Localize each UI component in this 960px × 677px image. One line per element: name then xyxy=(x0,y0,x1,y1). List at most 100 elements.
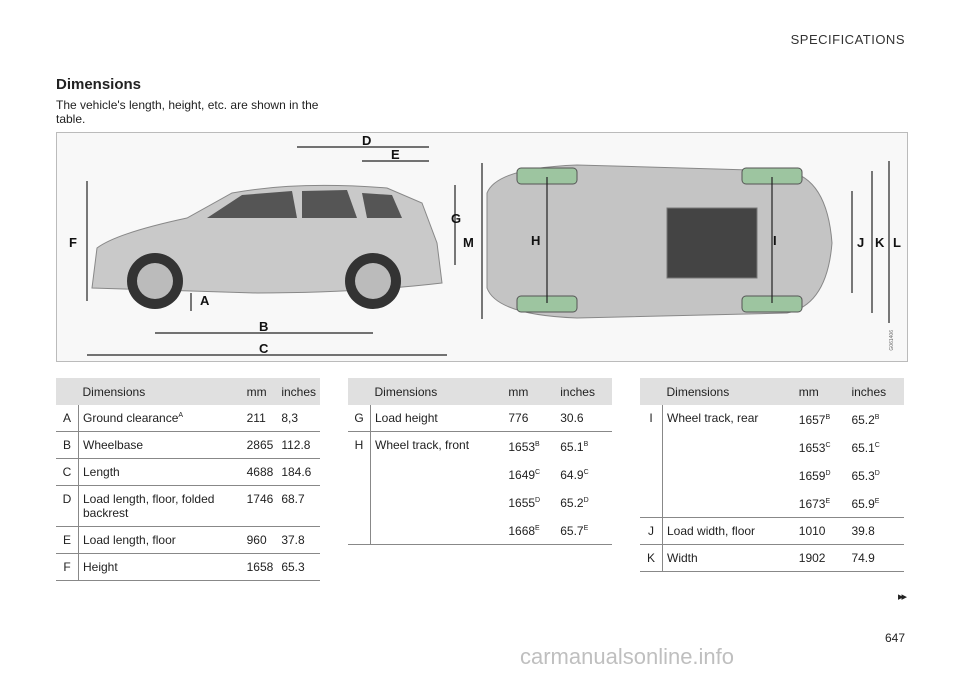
label-g: G xyxy=(451,211,461,226)
intro-text: The vehicle's length, height, etc. are s… xyxy=(56,98,319,126)
inches-value: 65.2B xyxy=(851,405,900,433)
row-name-text: Load width, floor xyxy=(667,524,756,538)
footnote-mark: D xyxy=(825,470,831,477)
row-key: K xyxy=(640,544,663,572)
mm-value: 1659D xyxy=(799,461,844,489)
footnote-mark: C xyxy=(583,469,589,476)
footnote-mark: E xyxy=(583,525,589,532)
row-mm: 211 xyxy=(242,405,278,432)
value: 1653 xyxy=(798,441,826,455)
row-name: Wheel track, front xyxy=(370,431,505,545)
label-h: H xyxy=(531,233,540,248)
row-name-text: Load length, floor, folded backrest xyxy=(83,492,215,520)
row-name: Length xyxy=(78,458,243,486)
row-mm: 1010 xyxy=(794,517,848,545)
row-name: Wheelbase xyxy=(78,431,243,459)
row-name-text: Wheel track, front xyxy=(375,438,470,452)
row-name: Wheel track, rear xyxy=(662,405,795,518)
mm-value: 1649C xyxy=(508,460,552,488)
value: 1653 xyxy=(508,440,536,454)
row-name: Load width, floor xyxy=(662,517,795,545)
row-key: D xyxy=(56,485,79,527)
row-key: E xyxy=(56,526,79,554)
label-i: I xyxy=(773,233,777,248)
label-f: F xyxy=(69,235,77,250)
footnote-mark: D xyxy=(583,497,589,504)
row-name-text: Width xyxy=(667,551,698,565)
value: 64.9 xyxy=(560,468,584,482)
row-name-text: Load height xyxy=(375,411,438,425)
value: 65.7 xyxy=(560,524,584,538)
footnote-mark: E xyxy=(825,498,831,505)
value: 65.1 xyxy=(560,440,584,454)
row-key: A xyxy=(56,405,79,432)
page-title: Dimensions xyxy=(56,76,142,93)
footnote-mark: D xyxy=(535,497,541,504)
section-header: SPECIFICATIONS xyxy=(790,32,905,47)
footnote-mark: B xyxy=(874,414,880,421)
row-inches: 39.8 xyxy=(847,517,904,545)
row-inches: 30.6 xyxy=(556,405,612,432)
col-inches: inches xyxy=(556,378,612,405)
mm-value: 1653C xyxy=(799,433,844,461)
footnote-mark: B xyxy=(825,414,831,421)
row-mm: 776 xyxy=(504,405,557,432)
row-inches: 65.3 xyxy=(277,553,320,581)
footnote-mark: B xyxy=(583,441,589,448)
mm-value: 1668E xyxy=(508,516,552,544)
col-key xyxy=(640,378,663,405)
top-view-car xyxy=(486,164,833,319)
row-name: Load length, floor, folded backrest xyxy=(78,485,243,527)
figure-code: G061406 xyxy=(889,330,895,351)
row-key: I xyxy=(640,405,663,518)
label-e: E xyxy=(391,147,400,162)
row-mm: 960 xyxy=(242,526,278,554)
row-mm: 4688 xyxy=(242,458,278,486)
row-mm: 1902 xyxy=(794,544,848,572)
label-b: B xyxy=(259,319,268,334)
row-key: B xyxy=(56,431,79,459)
row-mm: 2865 xyxy=(242,431,278,459)
row-key: G xyxy=(348,405,371,432)
footnote-mark: A xyxy=(178,412,184,419)
inches-value: 65.2D xyxy=(560,488,608,516)
value: 1649 xyxy=(508,468,536,482)
footnote-mark: C xyxy=(535,469,541,476)
inches-value: 65.1C xyxy=(851,433,900,461)
mm-value: 1657B xyxy=(799,405,844,433)
row-name: Height xyxy=(78,553,243,581)
row-name-text: Wheel track, rear xyxy=(667,411,759,425)
row-name: Load length, floor xyxy=(78,526,243,554)
inches-value: 64.9C xyxy=(560,460,608,488)
col-key xyxy=(348,378,371,405)
row-name: Width xyxy=(662,544,795,572)
footnote-mark: C xyxy=(825,442,831,449)
row-name-text: Length xyxy=(83,465,120,479)
page-number: 647 xyxy=(884,631,905,645)
col-mm: mm xyxy=(242,378,278,405)
value: 65.2 xyxy=(851,413,875,427)
mm-value: 1673E xyxy=(799,489,844,517)
col-key xyxy=(56,378,79,405)
label-c: C xyxy=(259,341,269,356)
row-name-text: Height xyxy=(83,560,118,574)
footnote-mark: D xyxy=(874,470,880,477)
row-inches: 8,3 xyxy=(277,405,320,432)
label-m: M xyxy=(463,235,474,250)
